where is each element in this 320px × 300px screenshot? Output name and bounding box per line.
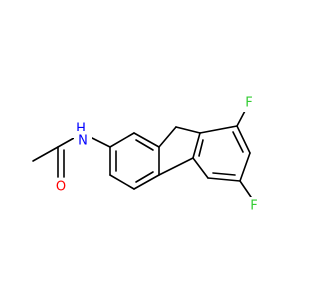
fluorine-bottom-label: F [250, 199, 257, 214]
bond-ring-b-inner-1 [198, 139, 204, 157]
bond-ring-a-1 [109, 132, 135, 148]
bond-group [32, 108, 254, 201]
hydrogen-label: H [76, 122, 86, 137]
label-mask-f-bottom [246, 197, 262, 215]
bond-ring-b-3 [207, 177, 241, 182]
bond-bridge-left [158, 126, 177, 148]
label-mask-f-top [241, 94, 257, 112]
bond-ring-b-6 [199, 125, 238, 134]
bond-ring-b-inner-2 [212, 172, 236, 176]
bond-ring-a-2 [133, 132, 160, 148]
bond-methyl-carbonyl [32, 146, 59, 162]
bond-ring-a-inner-2 [135, 171, 154, 183]
bond-carbonyl-nitrogen [57, 137, 75, 148]
oxygen-label: O [56, 180, 66, 195]
bond-fluorine-bottom [239, 180, 254, 201]
bond-ring-b-4 [239, 152, 251, 182]
nitrogen-label: N [78, 134, 88, 149]
label-mask-o [54, 178, 70, 196]
bond-ring-b-inner-3 [232, 131, 244, 153]
bond-nitrogen-ring [91, 137, 111, 148]
bond-biaryl [158, 157, 194, 176]
bond-ring-a-inner-1 [135, 139, 154, 151]
bond-ring-b-5 [236, 125, 251, 154]
bond-bridge-right [175, 126, 201, 134]
molecule-canvas: H N O F F [32, 94, 262, 215]
molecule-structure: H N O F F [32, 94, 262, 215]
bond-ring-b-1 [192, 132, 201, 159]
bond-ring-a-5 [109, 174, 135, 190]
fluorine-top-label: F [245, 96, 252, 111]
label-mask-n [74, 131, 92, 149]
bond-ring-a-4 [133, 174, 160, 190]
bond-ring-b-2 [192, 157, 209, 179]
